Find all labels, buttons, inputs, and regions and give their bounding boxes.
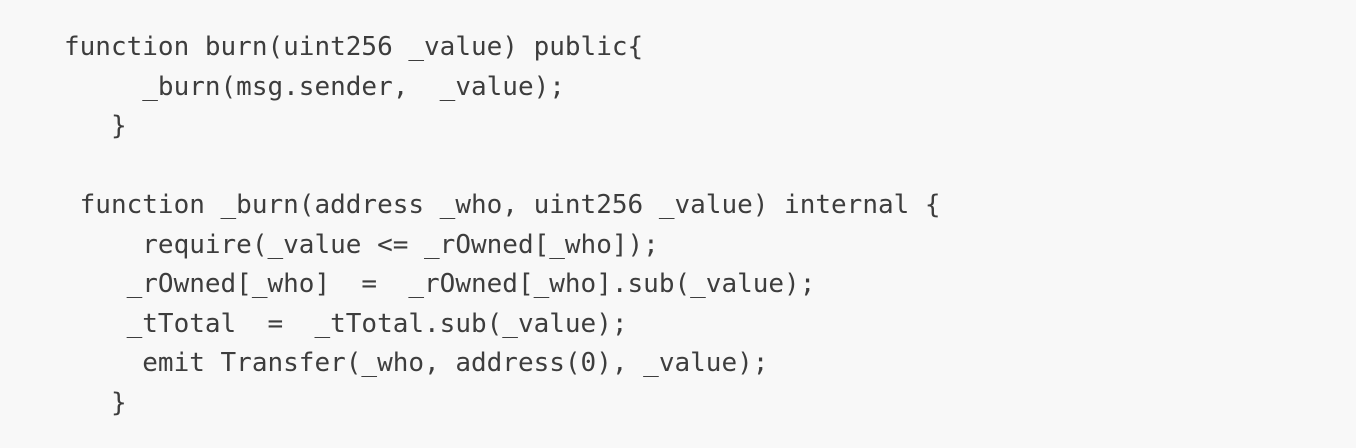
code-line: _burn(msg.sender, _value);	[64, 71, 565, 102]
code-line: function _burn(address _who, uint256 _va…	[64, 190, 941, 220]
code-line: _rOwned[_who] = _rOwned[_who].sub(_value…	[64, 269, 816, 299]
code-line: require(_value <= _rOwned[_who]);	[64, 229, 659, 260]
code-line: emit Transfer(_who, address(0), _value);	[64, 348, 769, 378]
code-line: function burn(uint256 _value) public{	[64, 32, 644, 62]
code-line: }	[64, 111, 127, 141]
code-line-blank	[64, 147, 1346, 187]
code-block: function burn(uint256 _value) public{ _b…	[64, 32, 1346, 418]
code-line: }	[64, 387, 127, 418]
code-line: _tTotal = _tTotal.sub(_value);	[64, 308, 628, 339]
